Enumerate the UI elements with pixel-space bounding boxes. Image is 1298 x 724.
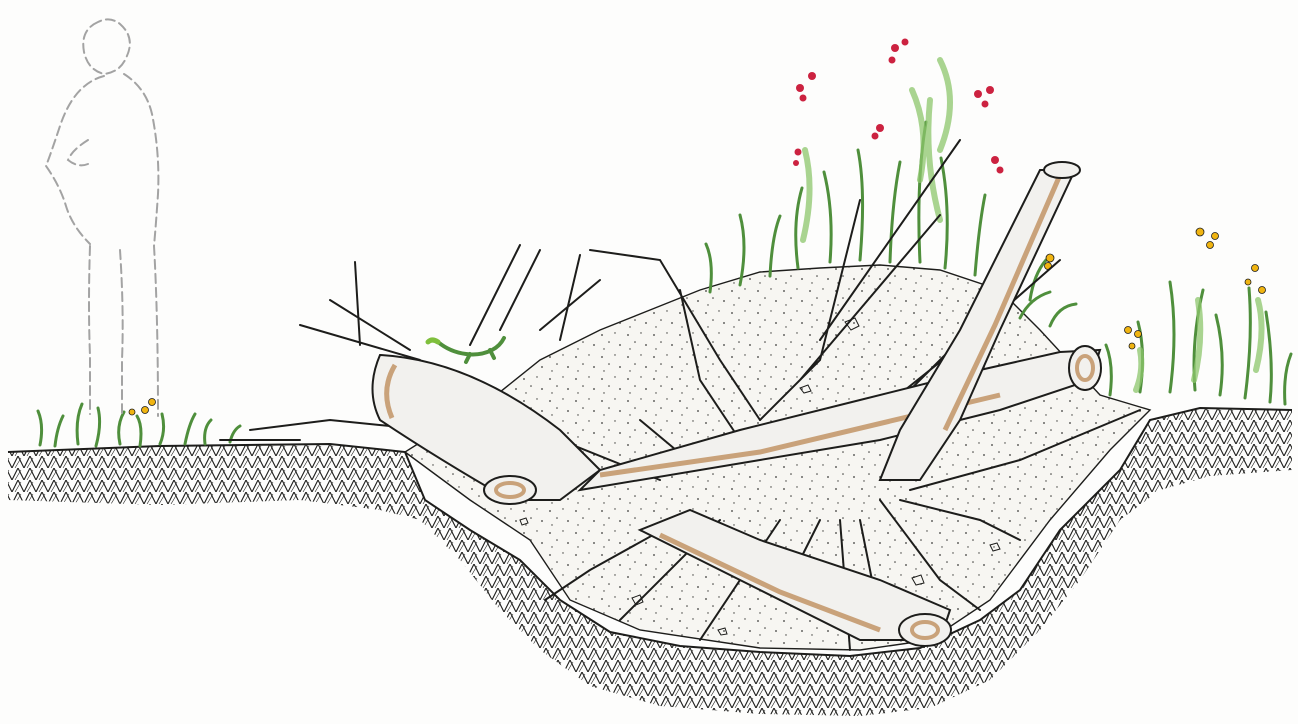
lizard bbox=[428, 338, 504, 362]
person-silhouette bbox=[46, 19, 158, 416]
red-flowers bbox=[793, 39, 1004, 174]
